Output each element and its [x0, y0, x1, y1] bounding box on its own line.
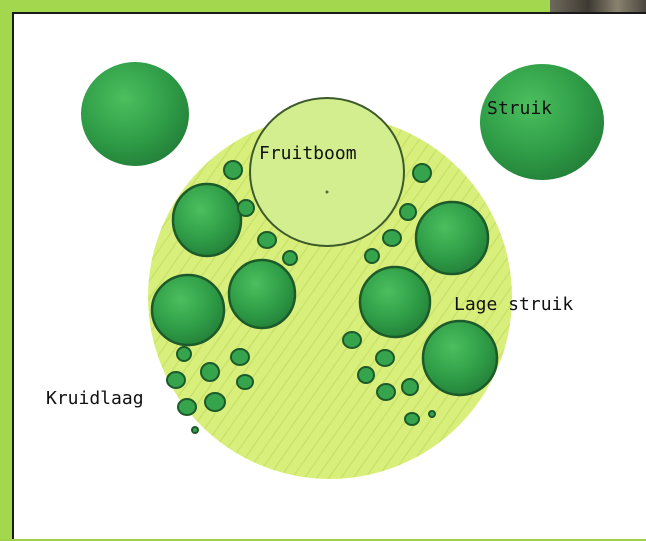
large-shrub-right	[480, 64, 604, 180]
low-shrub-2	[152, 275, 224, 345]
low-shrub-4	[416, 202, 488, 274]
low-shrub-5	[360, 267, 430, 337]
label-lage-struik: Lage struik	[454, 294, 573, 315]
low-shrub-6	[423, 321, 497, 395]
fruit-tree-crown	[250, 98, 404, 246]
fruit-tree-trunk-dot	[326, 191, 329, 194]
label-fruitboom: Fruitboom	[259, 143, 357, 164]
drawing-canvas: Fruitboom Struik Lage struik Kruidlaag	[12, 12, 646, 539]
low-shrub-3	[229, 260, 295, 328]
large-shrub-left	[81, 62, 189, 166]
label-struik: Struik	[487, 98, 552, 119]
garden-diagram	[14, 14, 646, 541]
label-kruidlaag: Kruidlaag	[46, 388, 144, 409]
low-shrub-1	[173, 184, 241, 256]
